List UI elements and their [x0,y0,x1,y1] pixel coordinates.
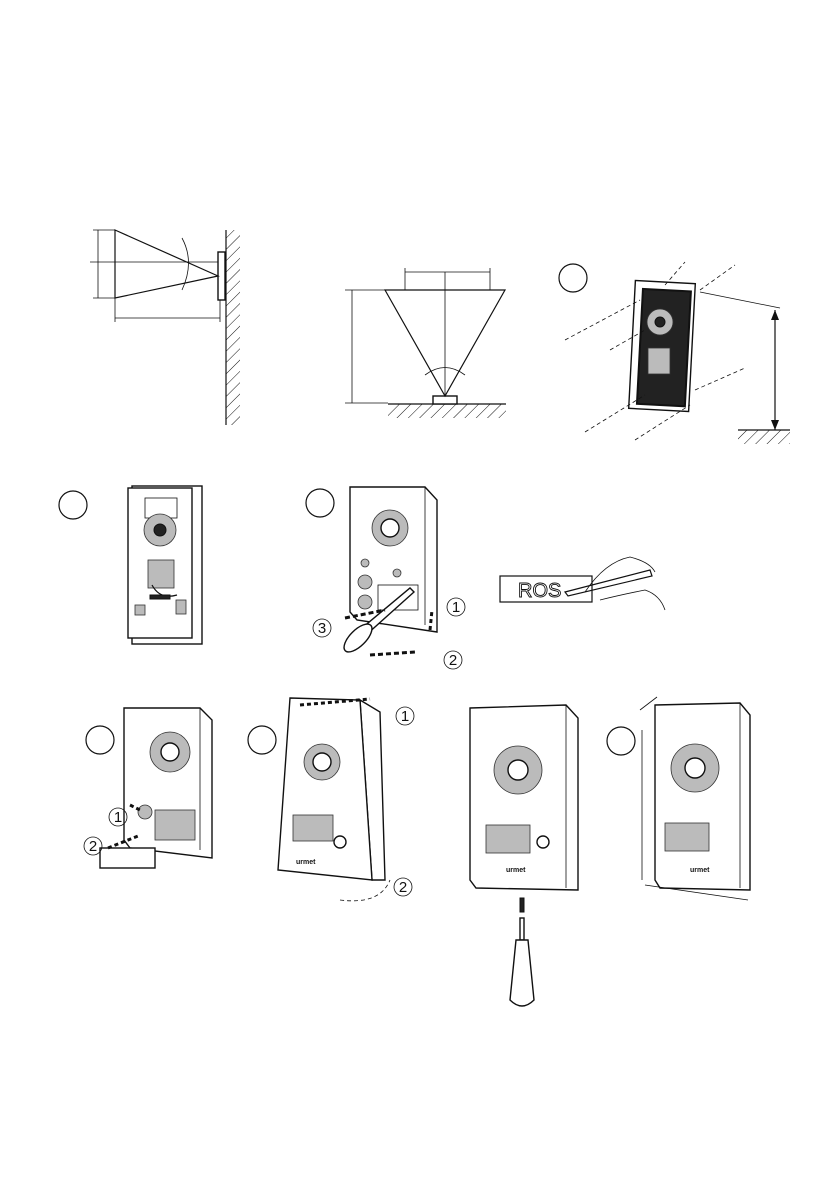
svg-text:2: 2 [449,652,457,669]
svg-text:ROS: ROS [518,580,561,602]
figure-dimensions: urmet [606,696,751,901]
step-circle [247,725,277,755]
wall-hatch [226,230,240,425]
svg-text:1: 1 [114,809,122,826]
svg-text:urmet: urmet [506,867,526,874]
svg-text:2: 2 [399,879,407,896]
svg-text:3: 3 [318,620,326,637]
figure-name-tag: ROS [499,556,666,611]
svg-text:urmet: urmet [296,859,316,866]
step-circle [558,263,588,293]
view-cone [114,229,220,299]
figure-wired-backbox [58,485,203,645]
svg-text:1: 1 [452,599,460,616]
figure-wall-side-view [90,229,240,425]
svg-text:1: 1 [401,708,409,725]
figure-wall-mounting [558,261,790,444]
step-circle [606,726,636,756]
figure-close-panel: urmet 1 2 [247,697,415,902]
name-tag [499,575,593,603]
figure-insert-module: 1 2 [83,707,213,869]
svg-text:2: 2 [89,838,97,855]
pen-icon [563,569,653,597]
figure-fix-screw: urmet [469,704,579,1007]
screwdriver-icon [509,939,535,1007]
figure-floor-view [345,268,507,418]
step-circle [85,725,115,755]
step-circle [305,488,335,518]
figure-open-housing: 1 2 3 [305,486,466,670]
floor-hatch [388,404,506,418]
svg-text:urmet: urmet [690,867,710,874]
step-circle [58,490,88,520]
